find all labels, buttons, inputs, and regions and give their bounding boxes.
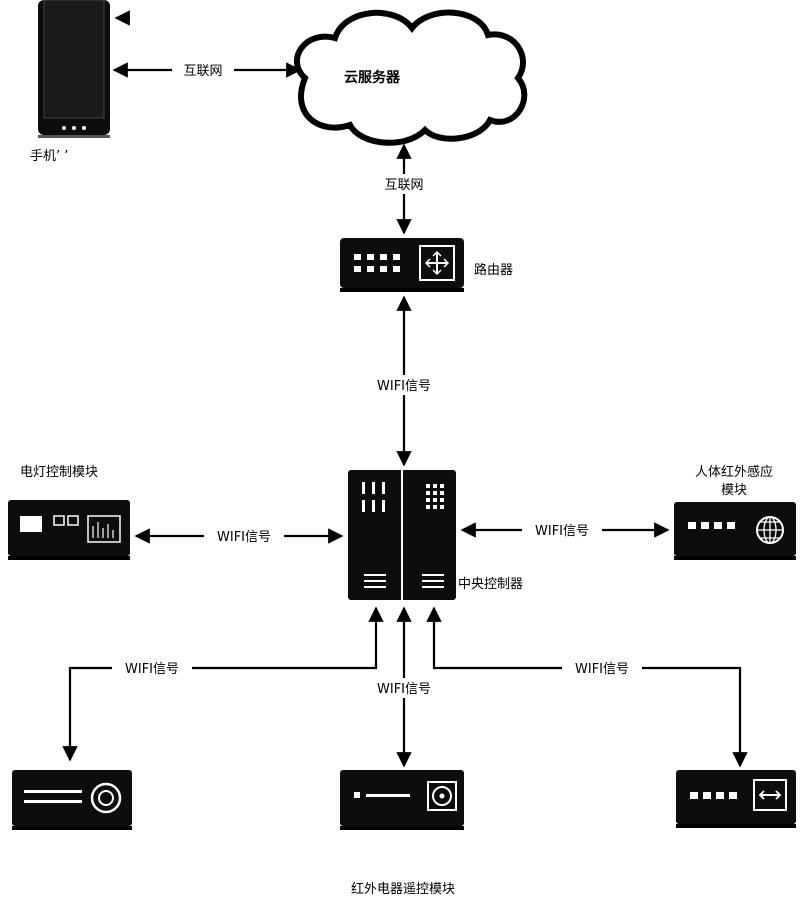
- cloud-label: 云服务器: [344, 69, 401, 86]
- ir-left-link-label: WIFI信号: [125, 662, 179, 677]
- cloud-server-icon: [294, 9, 528, 146]
- phone-device: [38, 0, 110, 138]
- light-module-label: 电灯控制模块: [20, 465, 98, 480]
- ir-center-link-label: WIFI信号: [377, 682, 431, 697]
- ir-right-link: [426, 606, 748, 768]
- router-controller-link-label: WIFI信号: [377, 379, 431, 394]
- pir-controller-link-label: WIFI信号: [535, 524, 589, 539]
- router-label: 路由器: [474, 262, 513, 278]
- pir-module-device: [674, 502, 796, 560]
- ir-right-link-label: WIFI信号: [575, 662, 629, 677]
- ir-left-link: [62, 606, 384, 762]
- light-controller-link-label: WIFI信号: [217, 530, 271, 545]
- phone-label: 手机’ ’: [30, 149, 68, 164]
- central-controller-label: 中央控制器: [458, 577, 523, 592]
- router-cloud-link-label: 互联网: [384, 178, 423, 193]
- phone-cloud-link-label: 互联网: [183, 64, 222, 79]
- ir-disc-player-device: [340, 770, 464, 830]
- router-device: [340, 238, 464, 292]
- ir-remote-module-label: 红外电器遥控模块: [351, 881, 455, 897]
- central-controller-device: [348, 470, 456, 600]
- pir-module-label-line1: 人体红外感应: [695, 464, 773, 480]
- light-module-device: [8, 500, 130, 560]
- ir-projector-device: [12, 770, 132, 830]
- pir-module-label-line2: 模块: [721, 483, 747, 498]
- ir-receiver-device: [676, 770, 796, 828]
